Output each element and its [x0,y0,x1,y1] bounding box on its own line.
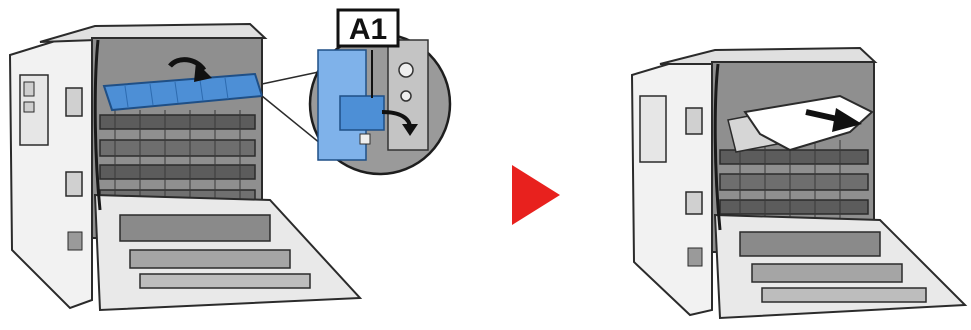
left-printer-illustration [10,24,360,310]
a1-lever [340,96,384,130]
right-printer-illustration [632,48,965,318]
magnified-detail-circle [310,34,450,174]
play-triangle-icon [512,165,560,225]
a1-callout-box: A1 [338,10,398,46]
a1-label: A1 [349,13,387,46]
